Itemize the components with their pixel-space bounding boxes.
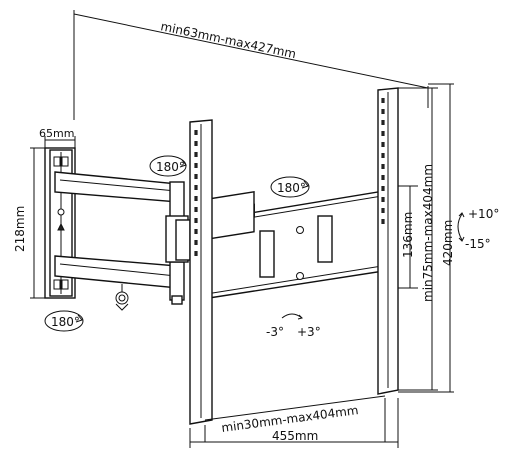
- top-depth-dimension: min63mm-max427mm: [73, 10, 429, 120]
- overall-height-label: 420mm: [441, 220, 455, 266]
- rail-slot: [381, 98, 385, 103]
- rail-slot: [194, 196, 198, 201]
- rail-slot: [381, 219, 385, 224]
- rail-slot: [381, 197, 385, 202]
- rail-slot: [194, 163, 198, 168]
- tilt-up-label: +10°: [468, 207, 499, 221]
- rail-slot: [381, 175, 385, 180]
- wall-plate-height-label: 218mm: [13, 206, 27, 252]
- rail-slot: [194, 130, 198, 135]
- rail-slot: [381, 109, 385, 114]
- lower-arm: [54, 255, 185, 301]
- swivel-center-indicator: 180°: [270, 176, 310, 198]
- rail-slot: [194, 141, 198, 146]
- bracket-small-height-label: 136mm: [401, 212, 415, 258]
- wall-plate-width-dimension: 65mm: [39, 127, 76, 150]
- rail-slot: [381, 120, 385, 125]
- overall-width-label: 455mm: [272, 429, 318, 443]
- tilt-down-label: -15°: [465, 237, 491, 251]
- rail-slot: [194, 174, 198, 179]
- swivel-bottom-indicator: 180°: [44, 310, 84, 332]
- swivel-top-label: 180°: [156, 160, 185, 174]
- level-right-label: +3°: [297, 325, 321, 339]
- wall-plate-height-dimension: 218mm: [13, 147, 46, 299]
- horizontal-bracket: [195, 189, 391, 301]
- rail-slot: [194, 207, 198, 212]
- rail-slot: [194, 240, 198, 245]
- left-vertical-rail: [189, 119, 213, 425]
- vesa-vertical-label: min75mm-max404mm: [421, 164, 435, 302]
- top-depth-label: min63mm-max427mm: [159, 19, 297, 61]
- level-adjust-indicator: -3° +3°: [266, 313, 321, 339]
- rail-slot: [194, 251, 198, 256]
- overall-height-dimension: 420mm: [398, 83, 455, 393]
- rail-slot: [381, 153, 385, 158]
- tilt-indicator: +10° -15°: [457, 207, 499, 251]
- rail-slot: [381, 164, 385, 169]
- overall-width-dimension: 455mm: [189, 398, 399, 448]
- wall-plate-width-label: 65mm: [39, 127, 74, 140]
- rail-slot: [194, 218, 198, 223]
- rail-slot: [381, 142, 385, 147]
- rail-slot: [381, 131, 385, 136]
- rail-slot: [194, 229, 198, 234]
- rail-slot: [194, 152, 198, 157]
- vesa-vertical-dimension: min75mm-max404mm: [398, 87, 438, 391]
- rail-slot: [194, 185, 198, 190]
- bracket-small-height-dimension: 136mm: [398, 185, 418, 289]
- rail-slot: [381, 186, 385, 191]
- level-left-label: -3°: [266, 325, 284, 339]
- swivel-top-indicator: 180°: [149, 155, 187, 177]
- rail-slot: [381, 208, 385, 213]
- upper-arm: [54, 171, 185, 219]
- swivel-center-label: 180°: [277, 181, 306, 195]
- cable-hook: [115, 284, 129, 311]
- swivel-bottom-label: 180°: [51, 315, 80, 329]
- right-vertical-rail: [377, 87, 399, 395]
